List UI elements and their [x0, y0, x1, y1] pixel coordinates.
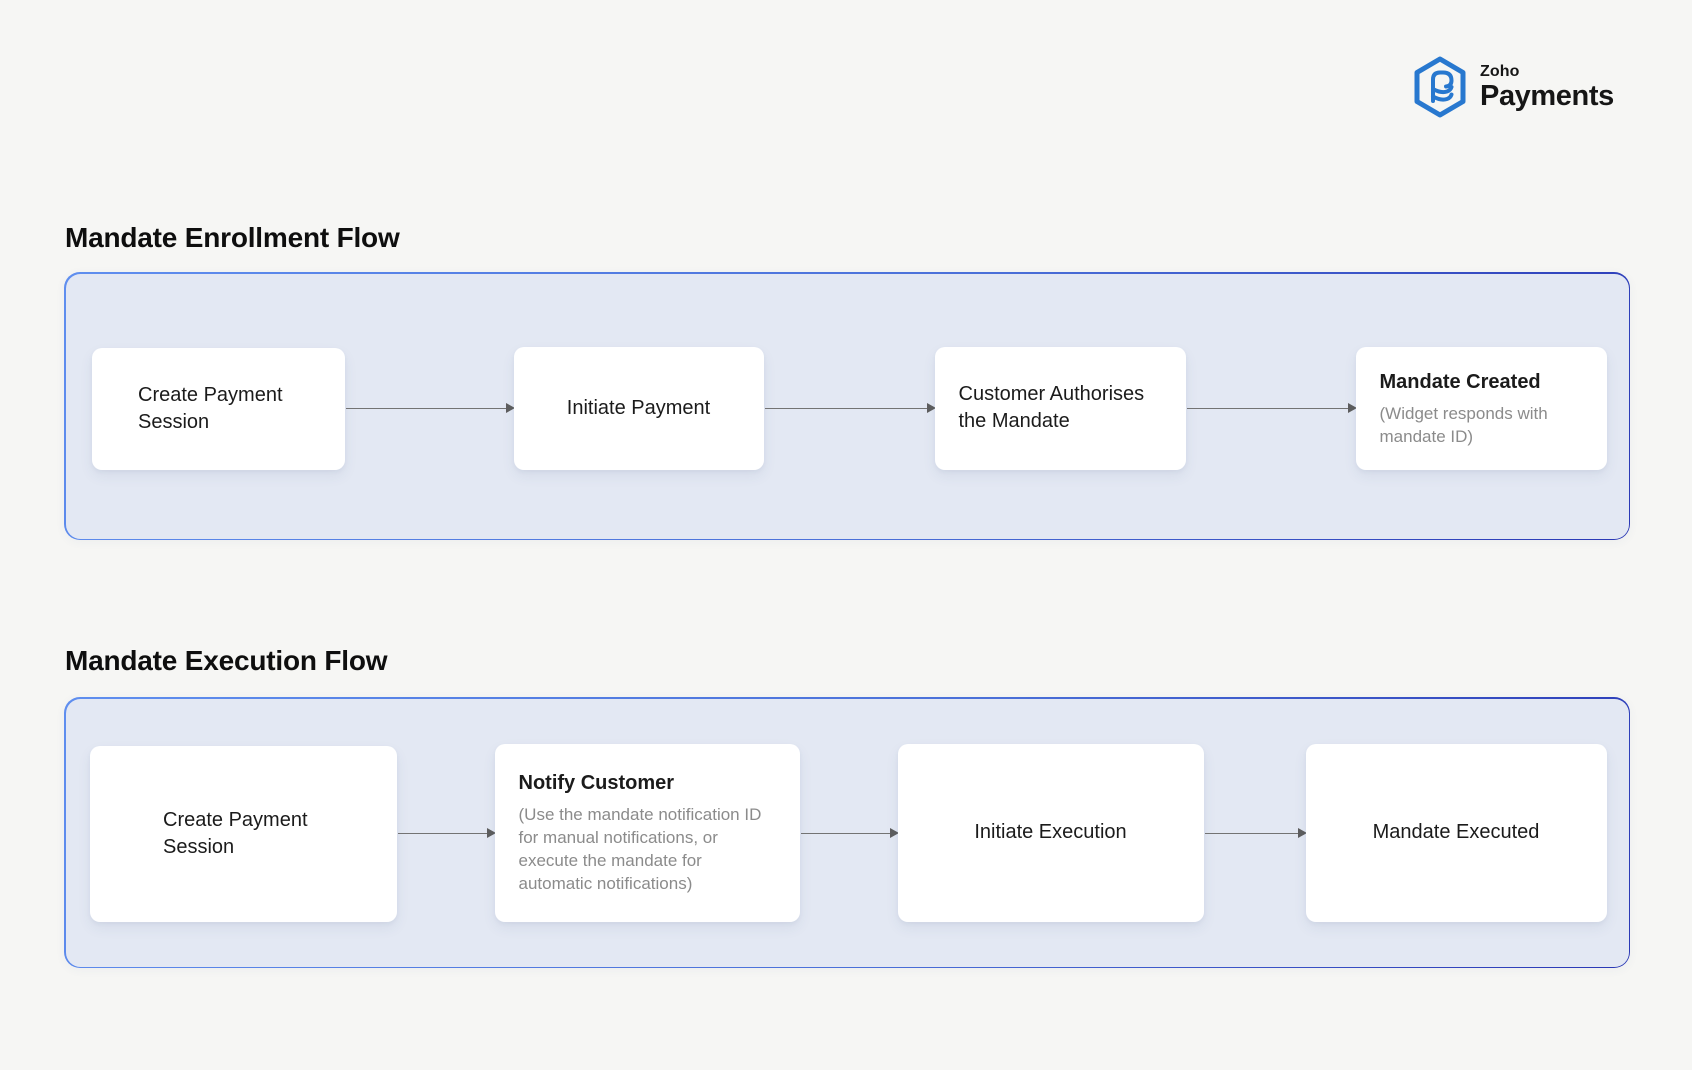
step-title: Mandate Created: [1379, 370, 1541, 393]
step-subtitle: (Use the mandate notification ID for man…: [518, 805, 762, 893]
flow-arrow: [345, 404, 515, 412]
enrollment-flow-container: Create Payment Session Initiate Payment …: [64, 272, 1630, 540]
logo-brand-text: Zoho: [1480, 63, 1520, 80]
step-mandate-created: Mandate Created (Widget responds with ma…: [1355, 346, 1607, 470]
section-title-execution-flow: Mandate Execution Flow: [65, 645, 388, 676]
step-subtitle: (Widget responds with mandate ID): [1379, 403, 1548, 446]
step-title: Initiate Execution: [974, 821, 1127, 843]
step-create-payment-session: Create Payment Session: [89, 745, 397, 922]
zoho-payments-hexagon-icon: [1414, 56, 1466, 118]
execution-flow-canvas: Create Payment Session Notify Customer (…: [65, 698, 1629, 967]
step-mandate-executed: Mandate Executed: [1305, 743, 1607, 922]
logo-product-text: Payments: [1480, 80, 1614, 112]
enrollment-flow-canvas: Create Payment Session Initiate Payment …: [65, 273, 1629, 539]
section-title-enrollment-flow: Mandate Enrollment Flow: [65, 222, 400, 253]
step-title: Mandate Executed: [1372, 821, 1540, 843]
flow-arrow: [764, 404, 936, 412]
flow-arrow: [397, 829, 496, 837]
zoho-payments-logo: Zoho Payments: [1413, 56, 1614, 118]
step-customer-authorises-mandate: Customer Authorises the Mandate: [934, 346, 1186, 470]
step-title: Customer Authorises the Mandate: [958, 383, 1145, 432]
step-title: Notify Customer: [518, 772, 675, 794]
flow-arrow: [800, 829, 899, 837]
logo-wordmark: Zoho Payments: [1480, 62, 1614, 112]
step-initiate-execution: Initiate Execution: [897, 743, 1204, 922]
step-title: Create Payment Session: [163, 808, 308, 858]
step-title: Create Payment Session: [138, 383, 283, 433]
step-title: Initiate Payment: [566, 396, 711, 419]
step-create-payment-session: Create Payment Session: [91, 347, 345, 470]
flow-arrow: [1204, 829, 1307, 837]
step-initiate-payment: Initiate Payment: [513, 346, 764, 470]
execution-flow-container: Create Payment Session Notify Customer (…: [64, 697, 1630, 968]
flow-arrow: [1186, 404, 1357, 412]
step-notify-customer: Notify Customer (Use the mandate notific…: [494, 743, 800, 922]
